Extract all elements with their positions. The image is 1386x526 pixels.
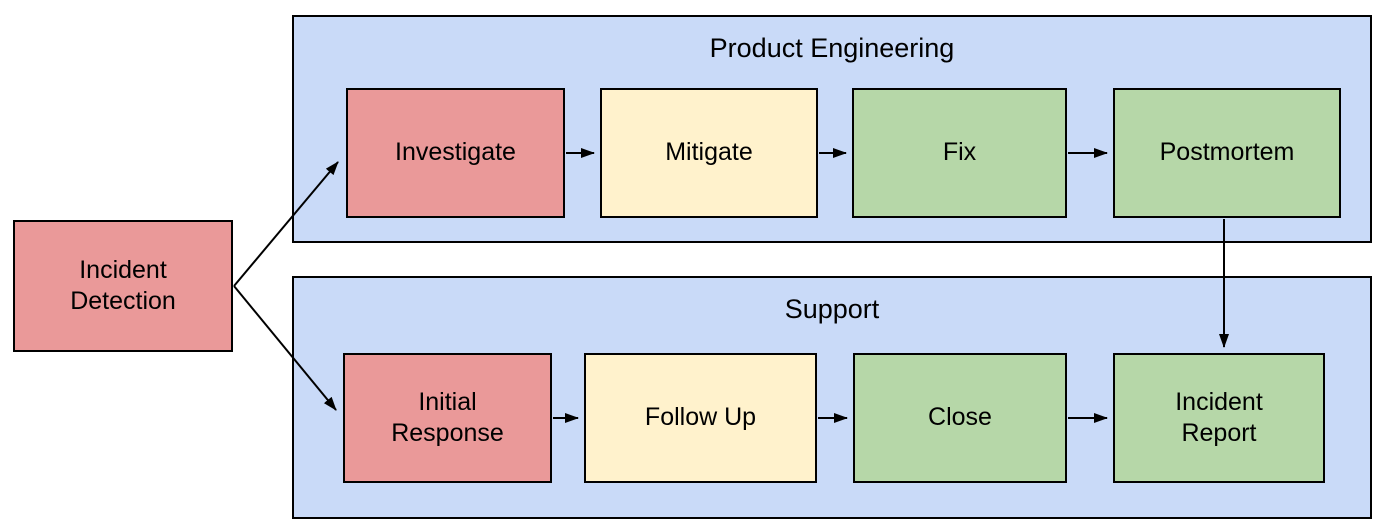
node-fix-label: Fix bbox=[942, 138, 977, 167]
node-investigate-label: Investigate bbox=[395, 138, 516, 167]
node-follow-up-label: Follow Up bbox=[644, 403, 757, 432]
node-incident-report-label: Incident Report bbox=[1175, 387, 1263, 447]
node-mitigate: Mitigate bbox=[600, 88, 818, 218]
node-postmortem: Postmortem bbox=[1113, 88, 1341, 218]
node-initial-response-label: Initial Response bbox=[391, 387, 504, 447]
node-incident-detection-label: Incident Detection bbox=[70, 255, 176, 315]
node-fix: Fix bbox=[852, 88, 1067, 218]
node-close-label: Close bbox=[928, 403, 992, 432]
lane-title-support: Support bbox=[784, 294, 880, 324]
lane-title-product-engineering: Product Engineering bbox=[709, 33, 955, 63]
node-incident-detection: Incident Detection bbox=[13, 220, 233, 352]
node-mitigate-label: Mitigate bbox=[665, 138, 753, 167]
node-postmortem-label: Postmortem bbox=[1159, 138, 1295, 167]
node-close: Close bbox=[853, 353, 1067, 483]
node-initial-response: Initial Response bbox=[343, 353, 552, 483]
node-follow-up: Follow Up bbox=[584, 353, 817, 483]
node-incident-report: Incident Report bbox=[1113, 353, 1325, 483]
node-investigate: Investigate bbox=[346, 88, 565, 218]
